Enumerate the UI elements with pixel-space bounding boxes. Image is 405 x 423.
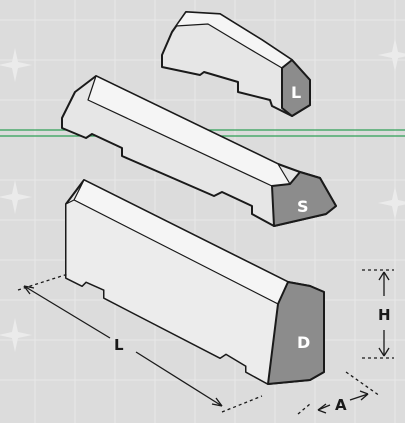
- dimension-height: [362, 269, 394, 359]
- block-d-end-face: [267, 281, 325, 385]
- background-sparkles: [0, 38, 405, 352]
- block-d-face-label: D: [297, 333, 310, 352]
- block-l-face-label: L: [291, 83, 301, 102]
- dimension-length-label: L: [114, 336, 124, 354]
- block-l: L: [161, 11, 311, 117]
- dimension-height-label: H: [378, 306, 391, 324]
- block-l-end-face: [281, 59, 311, 117]
- dimension-width-label: A: [335, 396, 347, 414]
- block-s: S: [61, 75, 337, 227]
- dimension-width: [297, 371, 381, 415]
- block-s-face-label: S: [297, 197, 309, 216]
- block-d-side-shade: [65, 199, 279, 385]
- dimension-length: [17, 273, 263, 413]
- block-s-end-face: [271, 171, 337, 227]
- block-d: D: [65, 179, 325, 385]
